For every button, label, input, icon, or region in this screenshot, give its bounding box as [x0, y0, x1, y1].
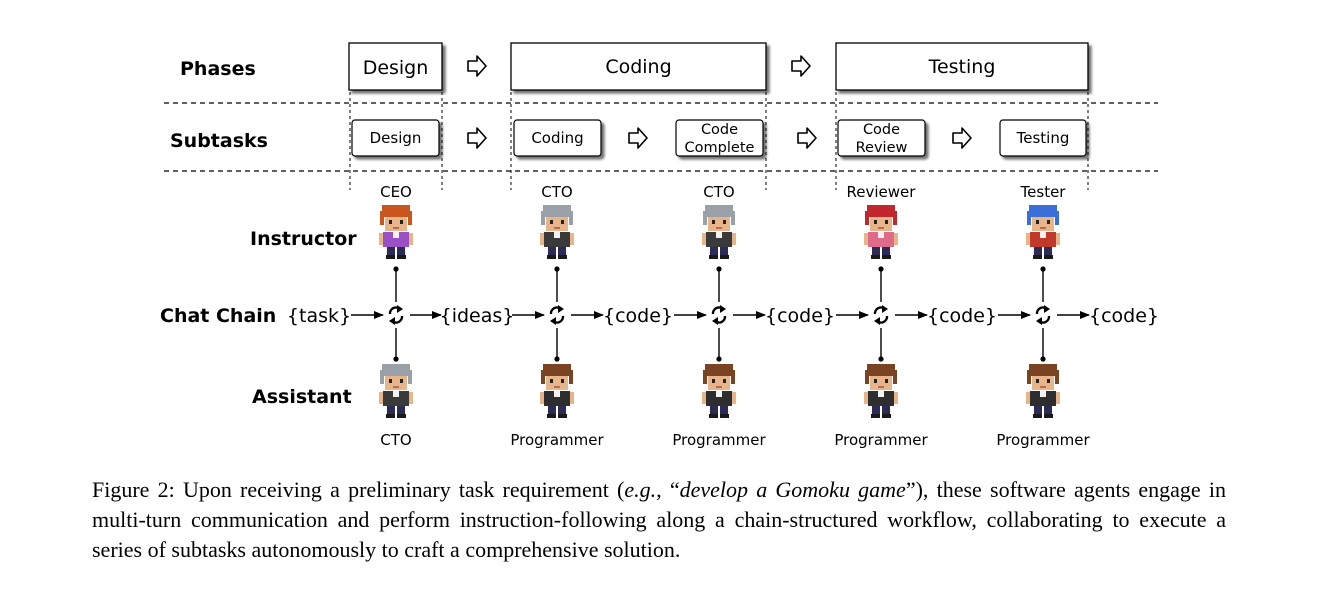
chain-token: {ideas}	[440, 305, 515, 327]
subtask-label: Design	[370, 129, 422, 147]
subtask-coding: Coding	[513, 119, 602, 157]
subtask-label-line1: Code	[863, 122, 900, 138]
phase-arrow-icon	[467, 55, 487, 77]
instructor-reviewer-avatar-icon	[864, 205, 898, 259]
assistant-programmer-avatar-icon	[1026, 364, 1060, 418]
chat-loop-icon	[711, 305, 727, 325]
row-label-instructor: Instructor	[250, 228, 357, 250]
chain-token: {code}	[1089, 305, 1159, 327]
subtask-label-line2: Complete	[685, 140, 755, 156]
assistant-role-label: CTO	[380, 431, 411, 449]
subtask-arrow-icon	[952, 127, 972, 149]
figure-caption: Figure 2: Upon receiving a preliminary t…	[92, 475, 1226, 565]
row-label-subtasks: Subtasks	[170, 130, 268, 152]
instructor-tester-avatar-icon	[1026, 205, 1060, 259]
phase-boundaries	[349, 92, 1089, 190]
chatdev-workflow-diagram: Phases Subtasks Instructor Chat Chain As…	[160, 42, 1159, 449]
subtask-label: Testing	[1016, 129, 1070, 147]
phase-label: Design	[363, 57, 429, 79]
caption-suffix: ”), these software agents engage in mult…	[92, 477, 1226, 562]
chat-loop-icon	[873, 305, 889, 325]
instructor-role-label: CTO	[541, 183, 572, 201]
instructor-ceo-avatar-icon	[379, 205, 413, 259]
assistant-programmer-avatar-icon	[864, 364, 898, 418]
assistant-role-label: Programmer	[510, 431, 604, 449]
chat-loop-icon	[388, 305, 404, 325]
instructor-cto-avatar-icon	[702, 205, 736, 259]
subtask-code-complete: Code Complete	[675, 119, 764, 157]
caption-eg: e.g.,	[624, 477, 662, 502]
agent-links	[395, 268, 1044, 360]
chat-loop-icon	[1035, 305, 1051, 325]
chat-loop-icon	[549, 305, 565, 325]
caption-open-quote: “	[661, 477, 680, 502]
agent-link-dots	[393, 266, 1046, 362]
chain-token: {code}	[765, 305, 835, 327]
phase-label: Coding	[605, 56, 671, 78]
assistant-programmer-avatar-icon	[702, 364, 736, 418]
subtask-testing: Testing	[999, 119, 1087, 157]
chain-token: {code}	[927, 305, 997, 327]
phase-arrow-icon	[791, 55, 811, 77]
caption-prefix: Figure 2: Upon receiving a preliminary t…	[92, 477, 625, 502]
subtask-arrow-icon	[628, 127, 648, 149]
instructor-cto-avatar-icon	[540, 205, 574, 259]
instructor-role-label: CEO	[380, 183, 412, 201]
phase-design: Design	[348, 42, 443, 91]
subtask-code-review: Code Review	[837, 119, 926, 157]
row-label-chat-chain: Chat Chain	[160, 305, 276, 327]
instructor-role-label: CTO	[703, 183, 734, 201]
assistant-cto-avatar-icon	[379, 364, 413, 418]
subtask-arrow-icon	[797, 127, 817, 149]
phase-label: Testing	[928, 56, 996, 78]
subtask-label-line1: Code	[701, 122, 738, 138]
assistant-role-label: Programmer	[672, 431, 766, 449]
subtask-label-line2: Review	[856, 140, 908, 156]
assistant-role-label: Programmer	[996, 431, 1090, 449]
row-label-phases: Phases	[180, 58, 256, 80]
subtask-arrow-icon	[467, 127, 487, 149]
row-label-assistant: Assistant	[252, 386, 352, 408]
assistant-role-label: Programmer	[834, 431, 928, 449]
instructor-role-label: Reviewer	[847, 183, 917, 201]
instructor-role-label: Tester	[1020, 183, 1067, 201]
assistant-programmer-avatar-icon	[540, 364, 574, 418]
chain-token: {code}	[603, 305, 673, 327]
caption-example: develop a Gomoku game	[679, 477, 906, 502]
subtask-design: Design	[351, 119, 440, 157]
phase-coding: Coding	[510, 42, 767, 91]
chain-token: {task}	[287, 305, 351, 327]
subtask-label: Coding	[531, 129, 583, 147]
phase-testing: Testing	[835, 42, 1089, 91]
